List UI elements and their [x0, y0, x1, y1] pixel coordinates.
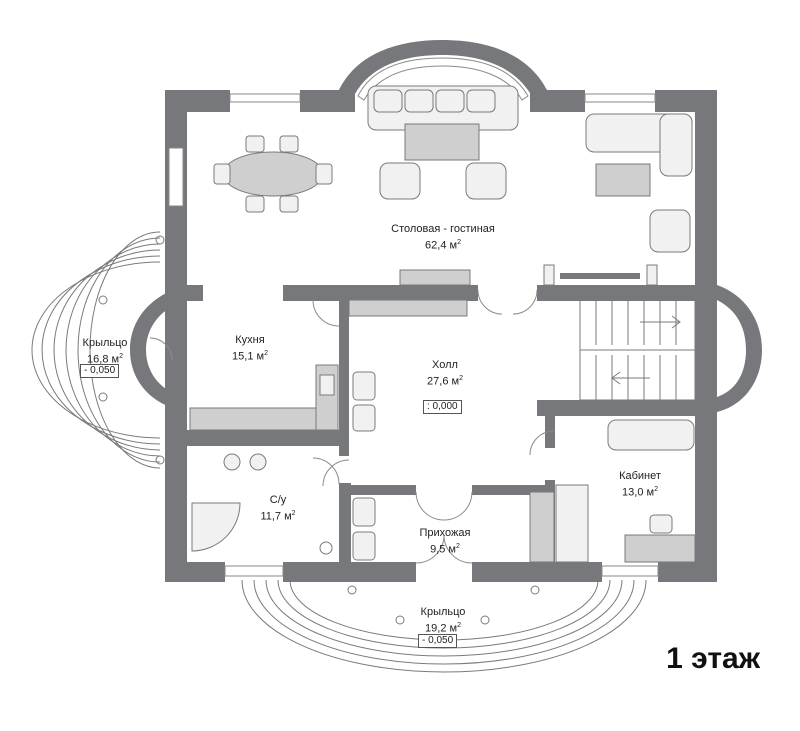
- floor-title: 1 этаж: [666, 642, 760, 675]
- room-name: Кухня: [235, 334, 265, 346]
- room-name: Крыльцо: [420, 606, 466, 618]
- bathroom-fixtures: [191, 453, 333, 555]
- room-name: С/у: [269, 494, 287, 506]
- room-area: 62,4 м2: [425, 239, 461, 252]
- room-name: Кабинет: [619, 470, 661, 482]
- doors: [149, 289, 555, 564]
- staircase: [579, 299, 712, 401]
- dining-table: [213, 135, 333, 213]
- room-label-bathroom: С/у 11,7 м2: [248, 494, 308, 524]
- room-name: Крыльцо: [82, 337, 128, 349]
- room-area: 13,0 м2: [622, 486, 658, 499]
- windows: [168, 57, 659, 577]
- level-mark-porch-left: - 0,050: [80, 364, 120, 378]
- room-area: 15,1 м2: [232, 350, 268, 363]
- room-name: Столовая - гостиная: [391, 223, 495, 235]
- kitchen-counters: [189, 364, 376, 561]
- exterior-walls: [130, 40, 762, 582]
- room-name: Прихожая: [419, 527, 471, 539]
- room-label-kitchen: Кухня 15,1 м2: [210, 334, 290, 364]
- room-area: 9,5 м2: [430, 543, 460, 556]
- left-porch-steps: [31, 231, 165, 469]
- room-label-dining-living: Столовая - гостиная 62,4 м2: [378, 223, 508, 253]
- room-area: 11,7 м2: [260, 510, 296, 523]
- room-area: 19,2 м2: [425, 622, 461, 635]
- level-mark-hall: : 0,000: [423, 400, 462, 414]
- room-label-porch-left: Крыльцо 16,8 м2: [70, 337, 140, 367]
- interior-walls: [187, 285, 717, 565]
- living-furniture: [348, 85, 693, 317]
- room-label-hall: Холл 27,6 м2: [410, 359, 480, 389]
- study-furniture: [529, 419, 696, 563]
- room-area: 16,8 м2: [87, 353, 123, 366]
- room-area: 27,6 м2: [427, 375, 463, 388]
- room-label-porch-bottom: Крыльцо 19,2 м2: [408, 606, 478, 636]
- room-label-entrance: Прихожая 9,5 м2: [405, 527, 485, 557]
- room-label-study: Кабинет 13,0 м2: [605, 470, 675, 500]
- room-name: Холл: [432, 359, 458, 371]
- level-mark-porch-bottom: - 0,050: [418, 634, 458, 648]
